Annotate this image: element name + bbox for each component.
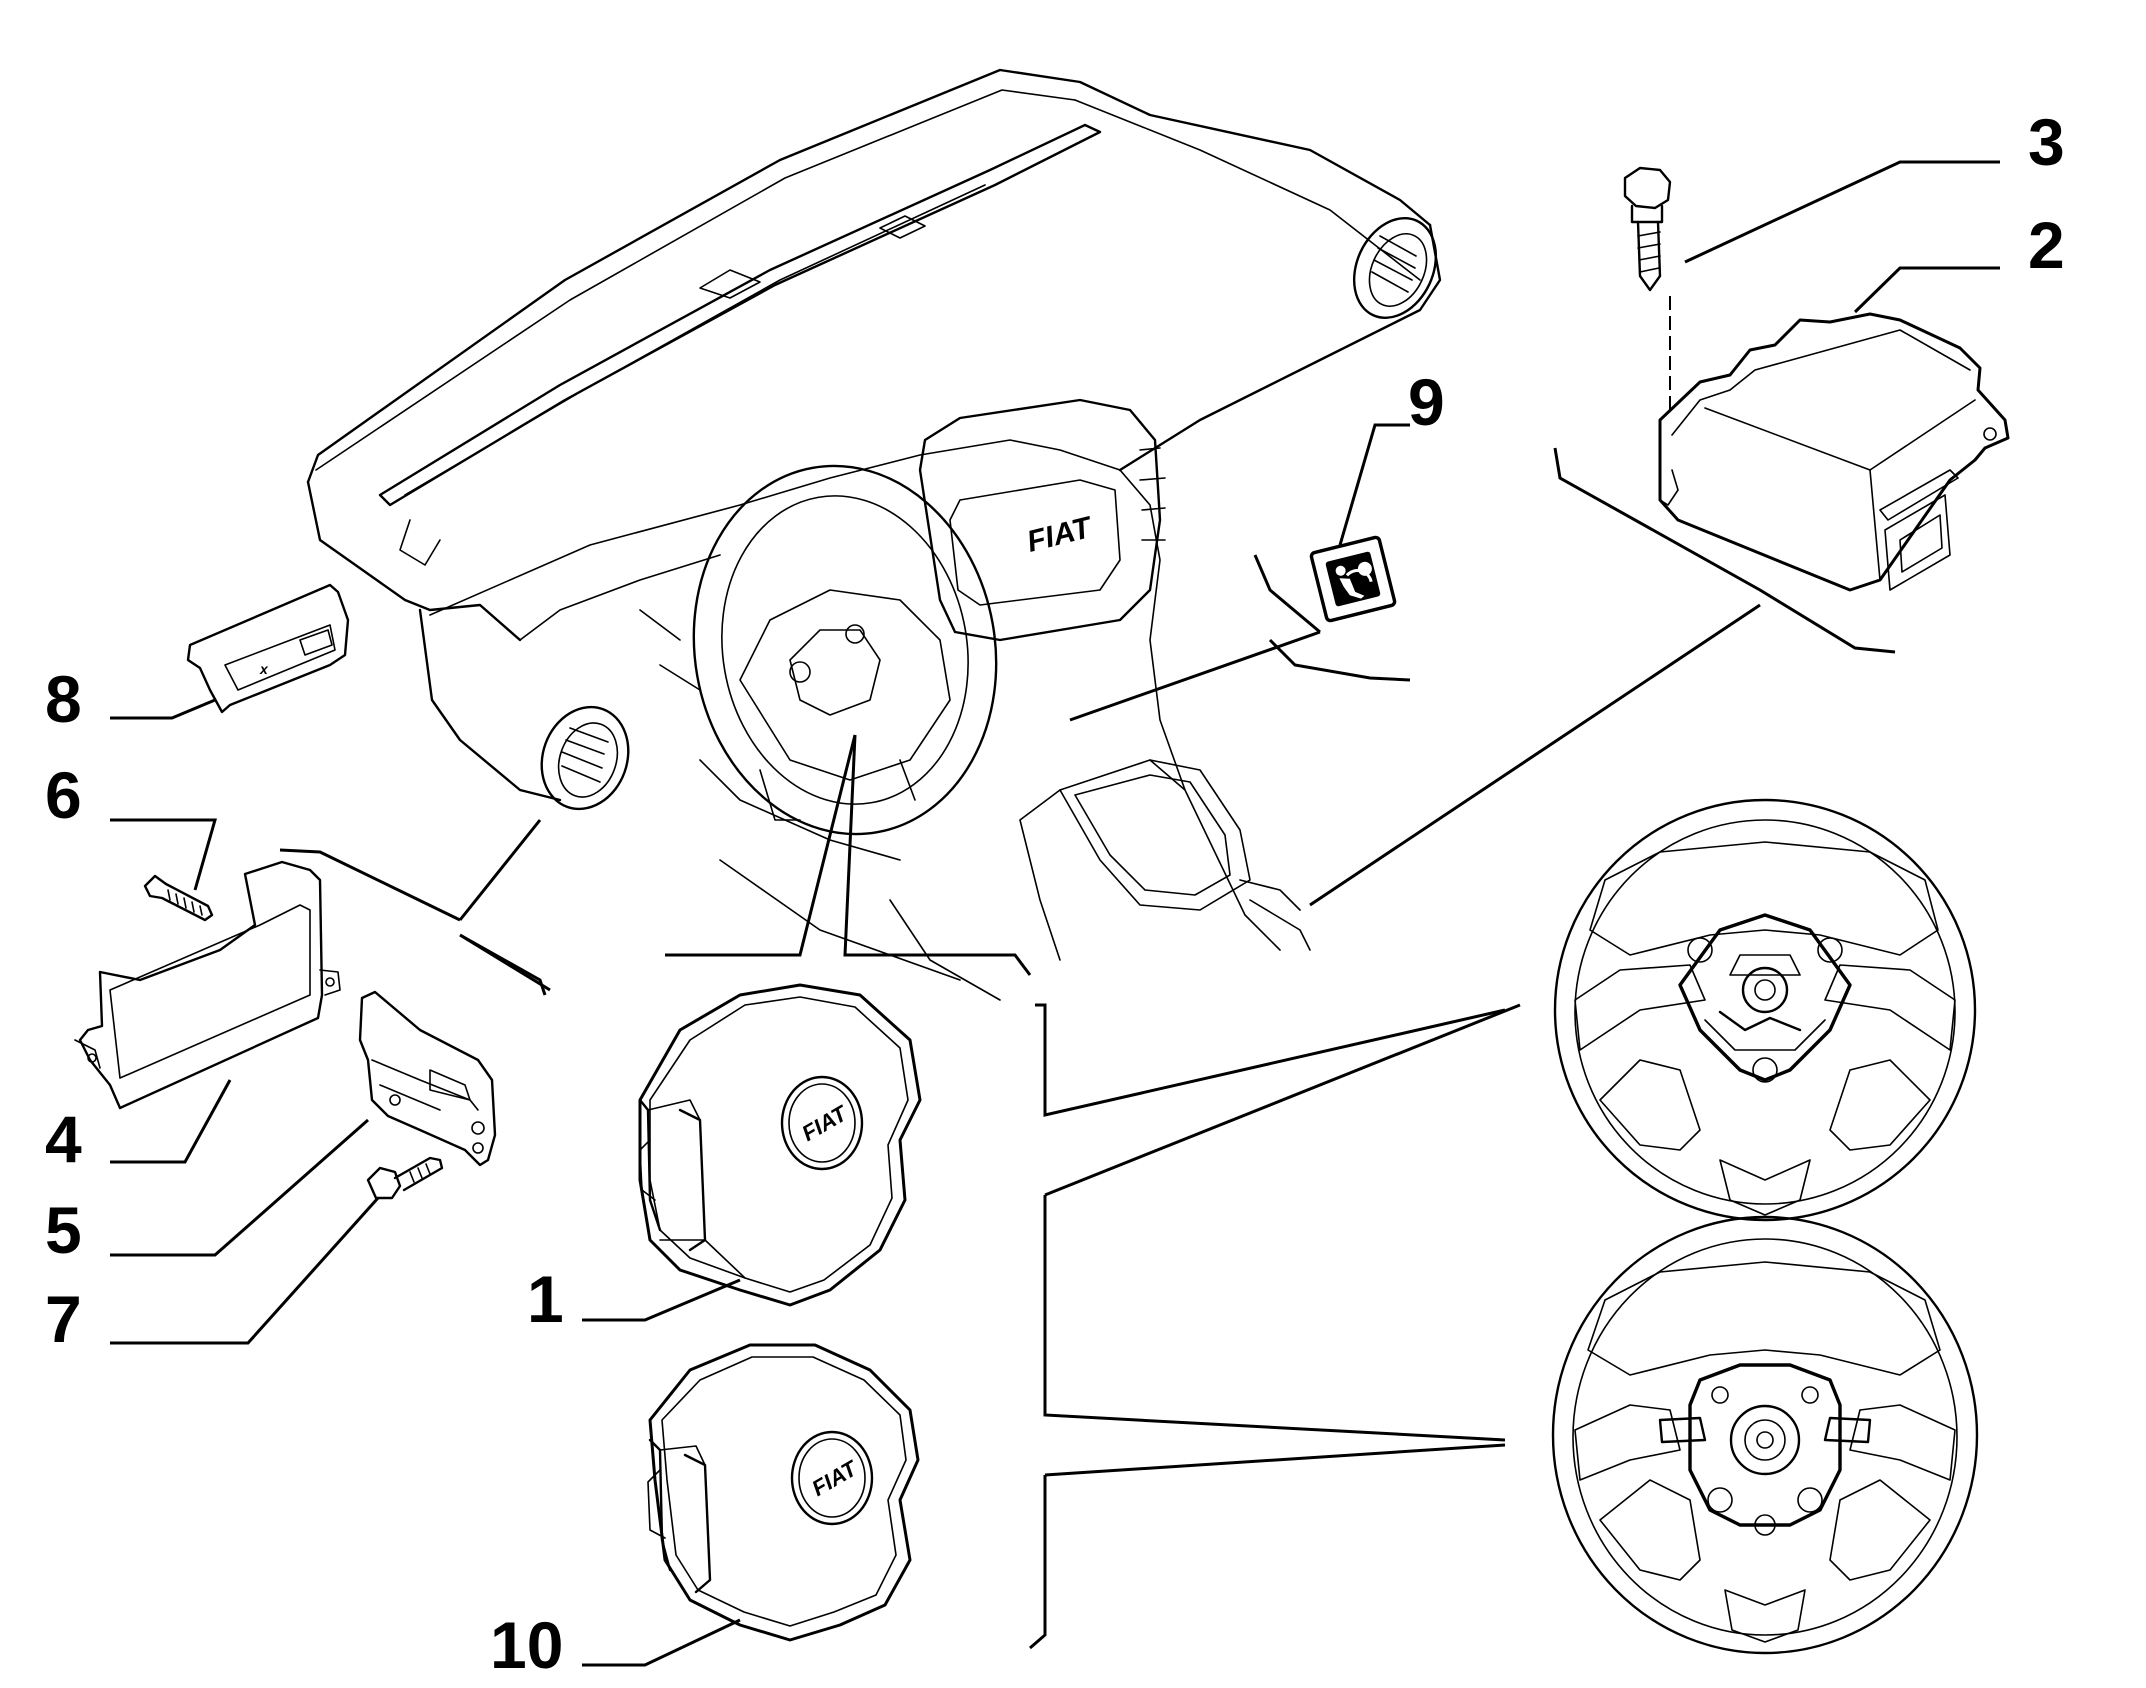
callout-5: 5 [45, 1193, 82, 1267]
panel-8-mark: x [259, 661, 269, 677]
airbag-warning-icon [1325, 551, 1381, 607]
callout-9: 9 [1408, 365, 1445, 439]
part-5-bracket [358, 990, 497, 1167]
callout-3-label: 3 [2028, 105, 2065, 179]
part-10-driver-airbag: FIAT [647, 1343, 920, 1642]
dashboard-fiat-logo: FIAT [1024, 511, 1097, 559]
callout-6: 6 [45, 758, 82, 832]
part-9-airbag-label [1309, 535, 1397, 623]
dashboard-assembly: FIAT [306, 68, 1442, 1001]
part-8-trim-panel: x [186, 583, 350, 714]
leader-lines [110, 160, 2000, 1667]
part-7-bolt [366, 1156, 444, 1200]
steering-wheel-lower [1551, 1215, 1979, 1655]
callout-numbers: 1 1 2 3 4 5 6 7 8 9 10 [45, 105, 2065, 1682]
part-3-screw [1623, 166, 1672, 292]
callout-2: 2 [2028, 208, 2065, 282]
callout-8: 8 [45, 662, 82, 736]
callout-7: 7 [45, 1282, 82, 1356]
callout-10: 10 [490, 1608, 563, 1682]
part-1-driver-airbag: FIAT [638, 983, 922, 1307]
part-6-screw [143, 874, 214, 922]
part-4-knee-panel [74, 860, 341, 1110]
steering-wheel-upper [1553, 798, 1977, 1222]
callout-1: 1 [527, 1262, 564, 1336]
callout-4: 4 [45, 1102, 82, 1176]
part-2-control-unit [1658, 312, 2010, 592]
